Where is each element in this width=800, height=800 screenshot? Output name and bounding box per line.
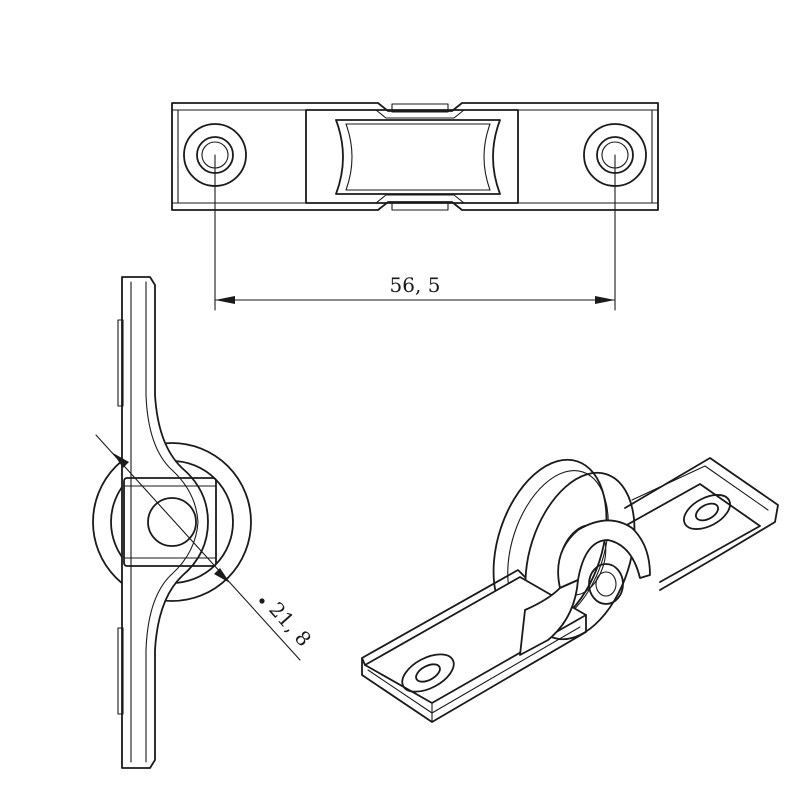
iso-left-back-edge <box>361 569 526 666</box>
iso-left-flange-edge <box>367 626 581 714</box>
side-view-bracket <box>121 276 209 769</box>
top-view-wheel <box>335 119 501 195</box>
isometric-view <box>361 457 779 723</box>
side-view-hub-block <box>123 477 217 567</box>
diameter-arrow-bottom <box>214 568 230 583</box>
side-view <box>92 276 252 769</box>
iso-right-hole-boss <box>683 494 731 530</box>
iso-right-flange-edge <box>631 465 769 511</box>
dimension-arrow-left <box>215 296 235 304</box>
iso-wheel-rim-front <box>524 471 636 641</box>
iso-left-hole <box>415 663 441 683</box>
wheel-diameter-label: 21, 8 <box>264 597 316 651</box>
top-view-axle-top <box>391 103 449 113</box>
side-view-axle <box>147 497 197 547</box>
diameter-symbol <box>259 598 265 604</box>
iso-bracket-arch <box>557 519 651 589</box>
iso-axle-inner <box>595 571 617 597</box>
iso-right-flange <box>624 457 779 591</box>
side-view-wheel-outer <box>92 442 252 602</box>
side-view-upper-tab <box>117 319 124 407</box>
top-view-center-window <box>305 109 519 204</box>
hole-spacing-label: 56, 5 <box>390 273 441 297</box>
top-view-right-tab <box>651 109 659 204</box>
iso-bracket-arm <box>519 579 579 656</box>
side-view-bracket-bend <box>145 281 199 763</box>
top-view-plate-outline <box>171 102 659 211</box>
top-view-left-tab <box>171 109 179 204</box>
iso-left-hole-boss <box>401 653 455 693</box>
top-view-wheel-groove <box>345 123 491 191</box>
iso-axle <box>588 563 624 605</box>
diameter-leader-line <box>95 434 301 661</box>
side-view-hub-edges <box>123 485 217 559</box>
hole-spacing-dimension: 56, 5 <box>214 154 616 311</box>
top-view <box>171 102 659 211</box>
diameter-arrow-top <box>113 453 129 468</box>
dimension-arrow-right <box>595 296 615 304</box>
side-view-lower-tab <box>117 627 124 715</box>
top-view-axle-bottom <box>391 201 449 211</box>
iso-right-hole <box>695 502 719 522</box>
